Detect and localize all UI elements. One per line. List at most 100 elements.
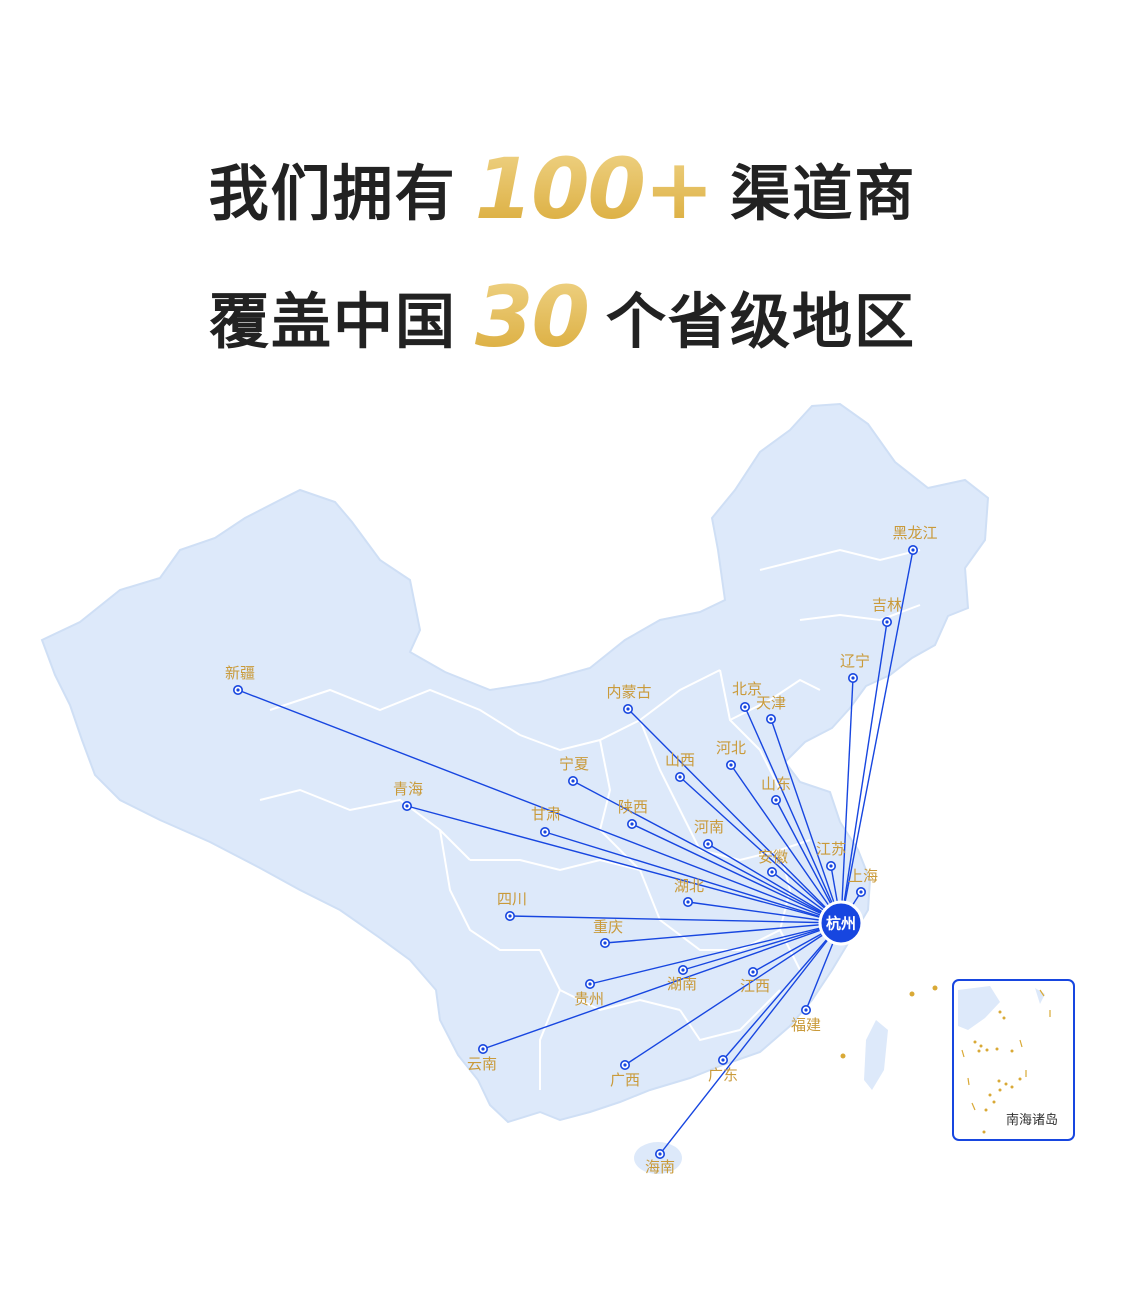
route-line <box>775 799 842 924</box>
province-marker-center <box>623 1063 627 1067</box>
province-marker-center <box>678 775 682 779</box>
china-landmass <box>40 402 990 1124</box>
island-dot <box>909 991 915 997</box>
inset-frame <box>952 979 1075 1141</box>
province-marker-center <box>626 707 630 711</box>
province-marker-center <box>851 676 855 680</box>
route-line <box>687 901 842 924</box>
province-marker-center <box>885 620 889 624</box>
route-line <box>840 621 888 924</box>
province-label: 云南 <box>467 1055 497 1073</box>
headline-1-prefix: 我们拥有 <box>208 159 457 230</box>
province-label: 江西 <box>740 977 770 995</box>
inset-land <box>1035 988 1045 1004</box>
route-line <box>627 708 842 924</box>
province-marker-center <box>405 804 409 808</box>
province-marker-center <box>729 763 733 767</box>
headline-2-suffix: 个省级地区 <box>605 287 916 358</box>
province-label: 黑龙江 <box>892 524 937 542</box>
province-marker-center <box>588 982 592 986</box>
province-marker-center <box>686 900 690 904</box>
province-marker-center <box>658 1152 662 1156</box>
route-line <box>659 922 842 1155</box>
province-marker-center <box>804 1008 808 1012</box>
route-line <box>679 776 842 924</box>
route-line <box>744 706 842 924</box>
province-label: 河南 <box>694 818 724 836</box>
island-dot <box>932 985 938 991</box>
route-line <box>604 922 842 944</box>
inset-dashes <box>961 989 1051 1111</box>
route-line <box>624 922 842 1066</box>
inset-land <box>958 986 1000 1030</box>
markers-layer: 黑龙江吉林辽宁北京天津内蒙古新疆河北山西宁夏山东青海甘肃陕西河南江苏安徽上海湖北… <box>225 524 938 1176</box>
province-label: 宁夏 <box>559 755 589 773</box>
province-label: 新疆 <box>225 664 255 682</box>
china-map: 黑龙江吉林辽宁北京天津内蒙古新疆河北山西宁夏山东青海甘肃陕西河南江苏安徽上海湖北… <box>40 402 1075 1176</box>
province-borders <box>259 548 921 1090</box>
province-marker-center <box>706 842 710 846</box>
province-label: 甘肃 <box>531 805 561 823</box>
province-label: 陕西 <box>618 798 648 816</box>
province-label: 湖南 <box>667 975 697 993</box>
province-marker-center <box>571 779 575 783</box>
headline-2-prefix: 覆盖中国 <box>209 287 458 358</box>
route-line <box>722 922 842 1061</box>
route-line <box>509 915 842 924</box>
province-count-number: 30 <box>475 268 590 366</box>
routes-layer <box>237 549 914 1155</box>
route-line <box>707 843 842 924</box>
province-label: 广东 <box>708 1066 738 1084</box>
province-label: 吉林 <box>872 596 902 614</box>
province-marker-center <box>911 548 915 552</box>
route-line <box>482 922 842 1050</box>
route-line <box>631 823 842 924</box>
route-line <box>682 922 842 971</box>
province-label: 四川 <box>497 890 527 908</box>
province-label: 北京 <box>732 680 762 698</box>
province-label: 广西 <box>610 1071 640 1089</box>
province-label: 青海 <box>393 780 423 798</box>
province-label: 安徽 <box>758 848 788 866</box>
province-label: 上海 <box>848 867 878 885</box>
province-marker-center <box>751 970 755 974</box>
province-marker-center <box>829 864 833 868</box>
province-marker-center <box>630 822 634 826</box>
province-label: 山西 <box>665 751 695 769</box>
hub-marker: 杭州 <box>818 900 864 946</box>
province-marker-center <box>681 968 685 972</box>
province-label: 辽宁 <box>840 652 870 670</box>
inset-label: 南海诸岛 <box>1006 1112 1058 1128</box>
province-label: 河北 <box>716 739 746 757</box>
channel-count-number: 100+ <box>474 140 715 238</box>
inset-islands <box>973 1010 1022 1134</box>
headline-1-suffix: 渠道商 <box>730 159 917 230</box>
province-marker-center <box>859 890 863 894</box>
route-line <box>406 805 842 924</box>
province-label: 江苏 <box>816 840 846 858</box>
province-label: 福建 <box>791 1016 821 1034</box>
province-marker-center <box>603 941 607 945</box>
province-marker-center <box>769 717 773 721</box>
south-china-sea-inset: 南海诸岛 <box>952 979 1075 1141</box>
province-marker-center <box>481 1047 485 1051</box>
province-marker-center <box>770 870 774 874</box>
province-marker-center <box>543 830 547 834</box>
province-label: 海南 <box>645 1158 675 1176</box>
island-dot <box>840 1053 846 1059</box>
route-line <box>840 549 914 924</box>
route-line <box>840 677 854 924</box>
route-line <box>572 780 842 924</box>
province-label: 内蒙古 <box>606 683 651 701</box>
route-line <box>544 831 842 924</box>
province-marker-center <box>721 1058 725 1062</box>
hub-circle <box>818 900 864 946</box>
province-label: 贵州 <box>574 990 604 1008</box>
route-line <box>770 718 842 924</box>
province-label: 山东 <box>761 775 791 793</box>
route-line <box>589 922 842 985</box>
taiwan-island <box>864 1020 888 1090</box>
hub-label: 杭州 <box>826 915 856 933</box>
